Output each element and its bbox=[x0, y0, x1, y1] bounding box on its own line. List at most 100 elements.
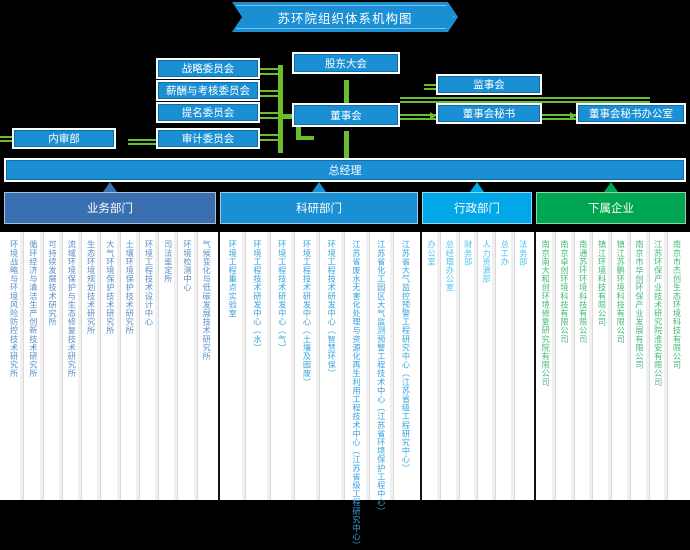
column-divider-shade bbox=[589, 232, 594, 500]
unit-label: 流域环境保护与生态修复技术研究所 bbox=[66, 240, 77, 378]
committee-compensation[interactable]: 薪酬与考核委员会 bbox=[156, 80, 260, 101]
column-divider bbox=[477, 232, 478, 500]
unit-label: 南京市华创环保产业发展有限公司 bbox=[634, 240, 645, 369]
column-divider bbox=[611, 232, 612, 500]
committee-audit-label: 审计委员会 bbox=[158, 130, 258, 147]
board-secretary-office[interactable]: 董事会秘书办公室 bbox=[576, 103, 686, 124]
shareholders-meeting[interactable]: 股东大会 bbox=[292, 52, 400, 74]
column-divider-shade bbox=[316, 232, 320, 500]
column-divider bbox=[440, 232, 442, 500]
connector-board-to-gm bbox=[344, 131, 349, 160]
supervisory-board[interactable]: 监事会 bbox=[436, 74, 542, 95]
unit-column-business-1[interactable]: 循环经济与清洁生产创新技术研究所 bbox=[23, 232, 43, 500]
unit-column-business-4[interactable]: 生态环境规划技术研究所 bbox=[81, 232, 101, 500]
unit-column-subsidiary-7[interactable]: 南京市杰创生态环境科技有限公司 bbox=[667, 232, 686, 500]
unit-column-research-1[interactable]: 环境工程技术研发中心（水） bbox=[244, 232, 270, 500]
unit-column-admin-2[interactable]: 财务部 bbox=[458, 232, 477, 500]
department-bar-business[interactable]: 业务部门 bbox=[4, 192, 216, 224]
unit-column-research-0[interactable]: 环境工程重点实验室 bbox=[220, 232, 245, 500]
connector-internal-audit-left-2 bbox=[0, 140, 14, 142]
internal-audit-department[interactable]: 内审部 bbox=[12, 128, 116, 149]
unit-column-business-5[interactable]: 大气环境保护技术研究所 bbox=[100, 232, 120, 500]
unit-column-admin-3[interactable]: 人力资源部 bbox=[477, 232, 496, 500]
shareholders-meeting-label: 股东大会 bbox=[294, 54, 398, 72]
unit-label: 环境工程技术研发中心（水） bbox=[252, 240, 263, 352]
column-divider bbox=[244, 232, 246, 500]
column-divider bbox=[629, 232, 631, 500]
connector-supervisory-stub-a bbox=[424, 84, 438, 86]
unit-column-subsidiary-2[interactable]: 南通苏环环境科技有限公司 bbox=[573, 232, 593, 500]
unit-column-research-7[interactable]: 江苏省大气监控预警工程研究中心（江苏省级工程研究中心） bbox=[393, 232, 418, 500]
committee-audit[interactable]: 审计委员会 bbox=[156, 128, 260, 149]
unit-column-business-9[interactable]: 环境检测中心 bbox=[177, 232, 197, 500]
committee-strategy-label: 战略委员会 bbox=[158, 60, 258, 77]
column-divider-shade bbox=[474, 232, 478, 500]
department-label-business: 业务部门 bbox=[87, 201, 133, 215]
unit-label: 财务部 bbox=[463, 240, 474, 266]
unit-label: 气候变化与低碳发展技术研究所 bbox=[201, 240, 212, 361]
unit-label: 环境检测中心 bbox=[182, 240, 193, 292]
column-divider-shade bbox=[645, 232, 650, 500]
general-manager-bar[interactable]: 总经理 bbox=[4, 158, 686, 182]
unit-column-subsidiary-0[interactable]: 南京南大和创环境修复研究院有限公司 bbox=[536, 232, 555, 500]
column-divider bbox=[42, 232, 44, 500]
connector-audit-link bbox=[296, 136, 314, 140]
unit-column-subsidiary-6[interactable]: 江苏环保产业技术研究院淮安有限公司 bbox=[648, 232, 668, 500]
unit-label: 环境工程技术研发中心（智慧环保） bbox=[326, 240, 337, 378]
unit-column-subsidiary-3[interactable]: 镇江环境科技有限公司 bbox=[592, 232, 611, 500]
unit-column-research-2[interactable]: 环境工程技术研发中心（气） bbox=[269, 232, 295, 500]
unit-column-research-5[interactable]: 江苏省废水无害化处理与资源化再生利用工程技术中心（江苏省级工程研究中心） bbox=[343, 232, 369, 550]
general-manager-label: 总经理 bbox=[6, 160, 684, 180]
column-divider bbox=[458, 232, 460, 500]
department-bar-subsidiary[interactable]: 下属企业 bbox=[536, 192, 686, 224]
committee-nomination[interactable]: 提名委员会 bbox=[156, 102, 260, 123]
column-divider-shade bbox=[664, 232, 669, 500]
unit-column-research-4[interactable]: 环境工程技术研发中心（智慧环保） bbox=[319, 232, 344, 500]
column-divider-shade bbox=[608, 232, 612, 500]
connector-supervisory-stub-b bbox=[424, 88, 438, 90]
column-divider-shade bbox=[155, 232, 160, 500]
arrow-up-subsidiary bbox=[604, 182, 618, 192]
unit-column-subsidiary-4[interactable]: 镇江苏鹏环境科技有限公司 bbox=[611, 232, 630, 500]
column-divider bbox=[269, 232, 271, 500]
column-divider-shade bbox=[492, 232, 497, 500]
column-divider bbox=[81, 232, 83, 500]
unit-column-admin-4[interactable]: 总工办 bbox=[495, 232, 514, 500]
unit-column-business-0[interactable]: 环境战略与环境风险防控技术研究所 bbox=[4, 232, 24, 500]
connector-internal-audit-b bbox=[128, 143, 160, 145]
unit-column-business-3[interactable]: 流域环境保护与生态修复技术研究所 bbox=[61, 232, 82, 500]
committee-strategy[interactable]: 战略委员会 bbox=[156, 58, 260, 79]
unit-label: 生态环境规划技术研究所 bbox=[86, 240, 97, 335]
unit-label: 江苏环保产业技术研究院淮安有限公司 bbox=[653, 240, 664, 387]
unit-column-admin-5[interactable]: 法务部 bbox=[513, 232, 532, 500]
column-divider-shade bbox=[241, 232, 246, 500]
unit-column-business-10[interactable]: 气候变化与低碳发展技术研究所 bbox=[196, 232, 216, 500]
unit-column-admin-1[interactable]: 总经理办公室 bbox=[440, 232, 459, 500]
column-divider bbox=[119, 232, 121, 500]
column-divider-shade bbox=[510, 232, 515, 500]
unit-label: 大气环境保护技术研究所 bbox=[105, 240, 116, 335]
unit-column-research-3[interactable]: 环境工程技术研发中心（土壤及固废） bbox=[294, 232, 319, 500]
unit-label: 南京市杰创生态环境科技有限公司 bbox=[672, 240, 683, 369]
supervisory-board-label: 监事会 bbox=[438, 76, 540, 93]
column-divider-shade bbox=[626, 232, 631, 500]
committee-compensation-label: 薪酬与考核委员会 bbox=[158, 82, 258, 99]
unit-column-subsidiary-5[interactable]: 南京市华创环保产业发展有限公司 bbox=[629, 232, 649, 500]
unit-column-admin-0[interactable]: 办公室 bbox=[422, 232, 441, 500]
unit-column-subsidiary-1[interactable]: 南京卓创环境科技有限公司 bbox=[554, 232, 574, 500]
column-divider-shade bbox=[78, 232, 83, 500]
board-secretary[interactable]: 董事会秘书 bbox=[436, 103, 542, 124]
unit-label: 法务部 bbox=[518, 240, 529, 266]
department-bar-admin[interactable]: 行政部门 bbox=[422, 192, 532, 224]
unit-column-business-7[interactable]: 环境工程技术设计中心 bbox=[138, 232, 159, 500]
unit-label: 南通苏环环境科技有限公司 bbox=[578, 240, 589, 344]
unit-label: 循环经济与清洁生产创新技术研究所 bbox=[28, 240, 39, 378]
unit-column-research-6[interactable]: 江苏省化工园区大气监测预警工程技术中心（江苏省环境保护工程中心） bbox=[368, 232, 394, 515]
column-divider-shade bbox=[39, 232, 44, 500]
unit-column-business-6[interactable]: 土壤环境保护技术研究所 bbox=[119, 232, 139, 500]
department-bar-research[interactable]: 科研部门 bbox=[220, 192, 418, 224]
board-of-directors[interactable]: 董事会 bbox=[292, 103, 400, 127]
unit-label: 人力资源部 bbox=[481, 240, 492, 283]
unit-column-business-2[interactable]: 可持续发展技术研究所 bbox=[42, 232, 62, 500]
unit-column-business-8[interactable]: 司法鉴定所 bbox=[158, 232, 178, 500]
